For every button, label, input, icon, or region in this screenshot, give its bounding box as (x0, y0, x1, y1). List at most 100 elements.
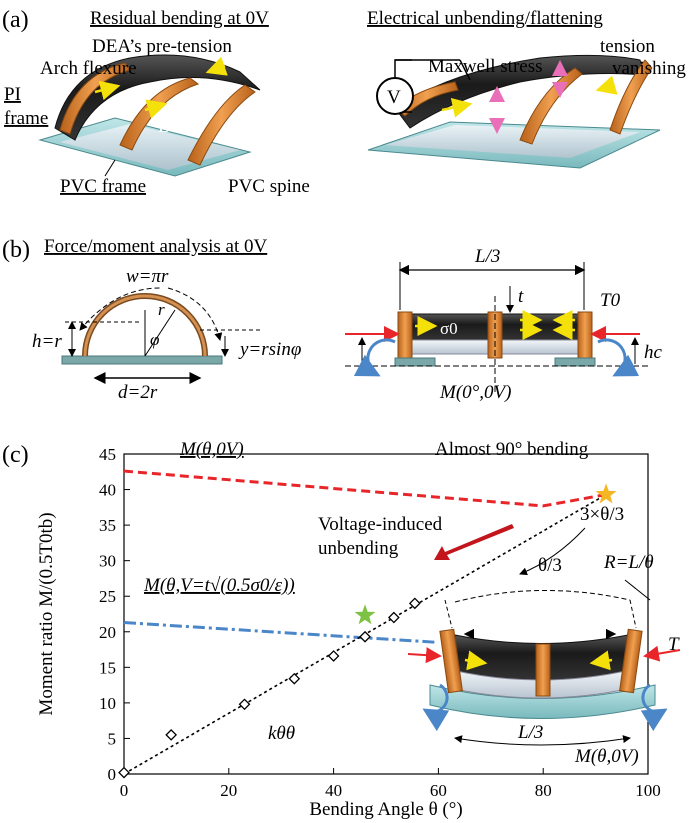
data-point (288, 672, 301, 685)
x-ticks: 0 20 40 60 80 100 (120, 768, 661, 800)
tension-arrow (407, 647, 442, 664)
stress-arrow (589, 650, 613, 671)
dea-film-shape (385, 125, 640, 158)
panel-b: (b) Force/moment analysis at 0V w=πr h=r… (2, 236, 663, 403)
panel-a: (a) Residual bending at 0V Electrical un… (2, 7, 686, 197)
pretension-arrow (205, 56, 228, 76)
pi-frame-right (619, 628, 643, 694)
panel-c-label: (c) (2, 442, 29, 468)
star-marker (354, 604, 376, 625)
M0-label: M(0°,0V) (439, 382, 511, 403)
data-point (118, 766, 130, 779)
stress-arrow (441, 97, 473, 118)
leader-arrow (519, 527, 586, 576)
T-label: T (668, 634, 680, 655)
arch-flexure-right (187, 84, 256, 166)
panel-b-title: Force/moment analysis at 0V (44, 236, 267, 257)
stress-arrow (464, 650, 488, 671)
pretension-arrow (144, 99, 168, 119)
Lc3-label: Lc/3 (520, 623, 555, 644)
voltage-label-1: Voltage-induced (318, 514, 443, 535)
sigma0-label: σ0 (440, 319, 458, 338)
t-label: t (518, 286, 524, 307)
x-tick-label: 0 (120, 781, 129, 800)
r-label: r (158, 300, 165, 319)
plot-frame (123, 453, 649, 775)
cross-section (345, 262, 650, 395)
pi-frame-label-2: frame (4, 108, 48, 129)
series-line-0 (123, 469, 607, 508)
pi-frame-right (577, 311, 593, 359)
y-tick-label: 45 (99, 445, 116, 464)
data-point (165, 729, 178, 741)
x-axis-label: Bending Angle θ (°) (309, 799, 462, 820)
data-point (408, 597, 421, 610)
arch-flexure-label: Arch flexure (40, 58, 137, 79)
theta-arc (454, 590, 631, 603)
R-label: R=L/θ (603, 552, 654, 573)
tension-label-1: tension (600, 36, 655, 57)
y-tick-label: 5 (108, 729, 117, 748)
radius-line (144, 309, 176, 357)
moment-arrow (640, 683, 668, 732)
arch-flexure-left (59, 62, 131, 135)
pi-frame-left (397, 311, 413, 359)
y-tick-label: 40 (99, 481, 116, 500)
L3-dimension (454, 735, 631, 746)
almost-90-label: Almost 90° bending (435, 439, 589, 460)
y-tick-label: 30 (99, 552, 116, 571)
leader-line (104, 159, 116, 177)
voltage-source-icon (376, 77, 414, 115)
inset-device (407, 599, 681, 746)
h-label: h=r (32, 331, 62, 352)
pvc-spine-label: PVC spine (228, 176, 310, 197)
x-tick-label: 40 (325, 781, 342, 800)
L3-inset-label: L/3 (517, 722, 543, 743)
k-theta-label: kθθ (268, 723, 295, 744)
phi-label: φ (150, 330, 159, 349)
R-leader (624, 579, 651, 601)
dea-label: DEA (158, 116, 197, 137)
series-layer (118, 469, 617, 779)
unbending-arrow (434, 524, 514, 560)
pretension-arrow (94, 80, 121, 101)
x-tick-label: 100 (635, 781, 661, 800)
guide-line (629, 599, 637, 629)
M-theta-label: M(θ,0V) (574, 746, 639, 767)
hc-label: hc (644, 342, 663, 363)
y-tick-label: 10 (99, 694, 116, 713)
x-tick-label: 60 (430, 781, 447, 800)
x-tick-label: 80 (535, 781, 552, 800)
moment-arrow (597, 338, 640, 377)
m-theta-v-label: M(θ,V=t√(0.5σ0/ε)) (143, 575, 295, 596)
moment-arrow (353, 338, 396, 377)
d-label: d=2r (118, 382, 158, 403)
three-theta-label: 3×θ/3 (580, 504, 624, 525)
y-tick-label: 20 (99, 623, 116, 642)
circuit-wire (459, 59, 471, 81)
tension-label-2: vanishing (612, 58, 686, 79)
arch-flexure-right (609, 59, 653, 135)
maxwell-label: Maxwell stress (428, 56, 543, 77)
arch-schematic (61, 287, 260, 384)
T0-label: T0 (600, 290, 621, 311)
pvc-base (394, 357, 436, 367)
left-title: Residual bending at 0V (90, 8, 269, 29)
tension-arrow (643, 645, 681, 662)
pi-frame-label-1: PI (4, 84, 21, 105)
x-tick-label: 20 (220, 781, 237, 800)
theta3-label: θ/3 (538, 555, 562, 576)
star-marker (595, 483, 617, 504)
pvc-frame-label: PVC frame (60, 176, 146, 197)
voltage-label-2: unbending (318, 538, 399, 559)
L3-label: L/3 (474, 246, 500, 267)
y-tick-label: 0 (108, 765, 117, 784)
guide-line (444, 599, 453, 629)
pvc-base (61, 355, 223, 365)
pvc-base (554, 357, 596, 367)
arch-flexure-mid (119, 77, 200, 151)
